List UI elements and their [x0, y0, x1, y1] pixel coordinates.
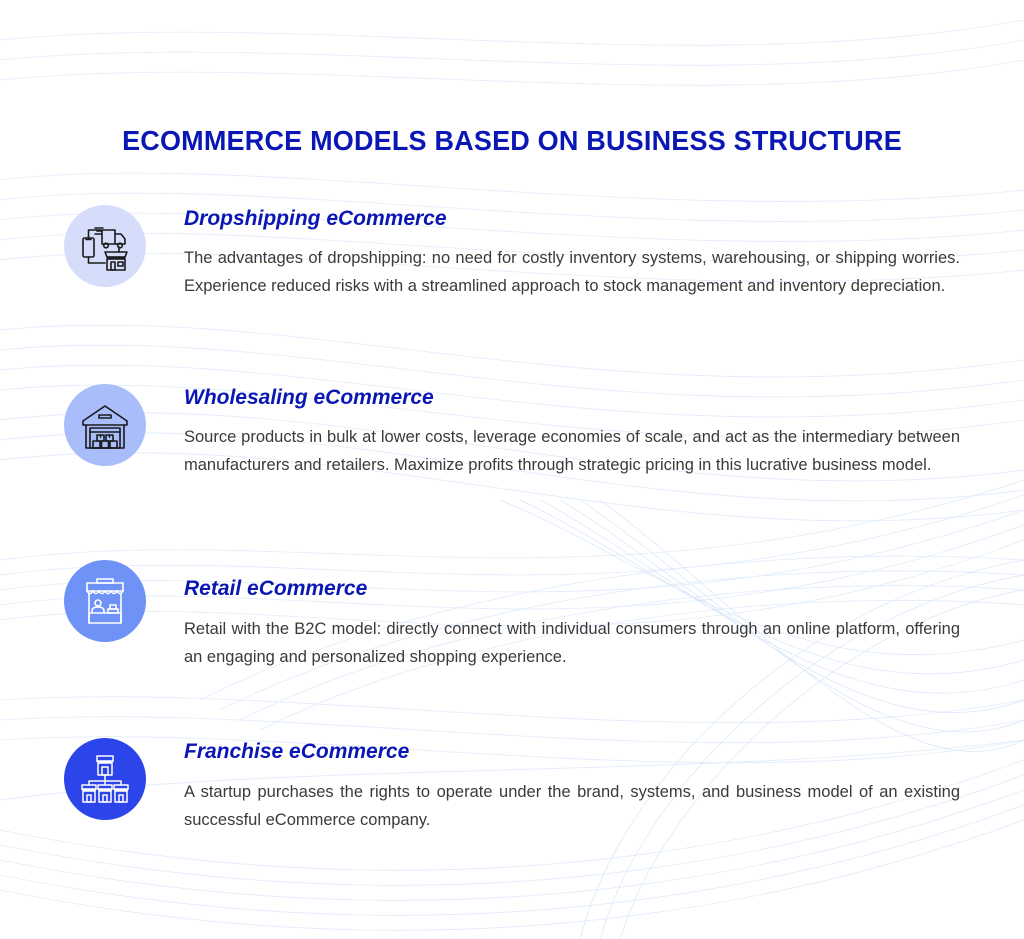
page-title: ECOMMERCE MODELS BASED ON BUSINESS STRUC… [122, 125, 902, 157]
dropshipping-icon-circle [64, 205, 146, 287]
warehouse-icon [82, 405, 128, 449]
retail-icon-circle [64, 560, 146, 642]
franchise-network-icon [81, 755, 129, 803]
dropshipping-icon [82, 227, 128, 271]
item-description: The advantages of dropshipping: no need … [184, 249, 960, 295]
item-title: Franchise eCommerce [184, 740, 410, 763]
wholesaling-icon-circle [64, 384, 146, 466]
item-description: Retail with the B2C model: directly conn… [184, 620, 960, 666]
item-title: Retail eCommerce [184, 577, 368, 600]
franchise-icon-circle [64, 738, 146, 820]
item-title: Dropshipping eCommerce [184, 207, 447, 230]
item-description: Source products in bulk at lower costs, … [184, 428, 960, 474]
retail-stall-icon [86, 578, 124, 624]
item-description: A startup purchases the rights to operat… [184, 783, 960, 829]
item-title: Wholesaling eCommerce [184, 386, 434, 409]
